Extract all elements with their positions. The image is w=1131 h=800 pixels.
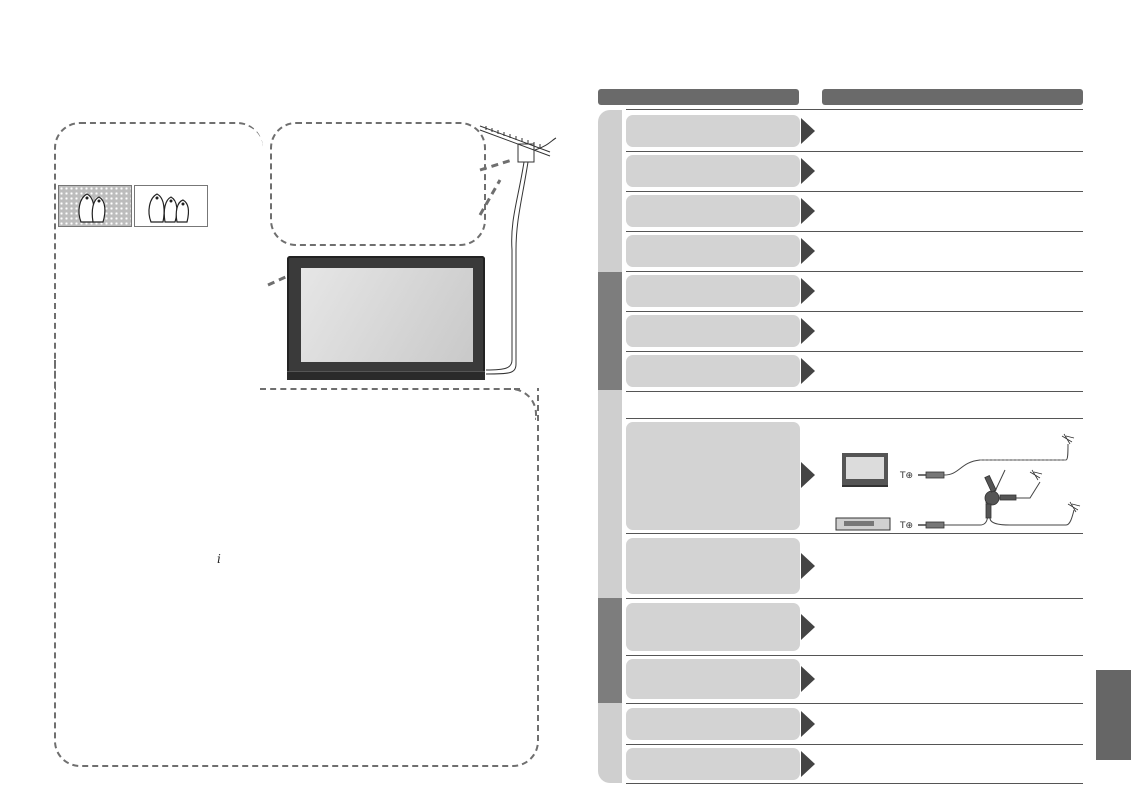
row-label-9	[626, 538, 800, 594]
arrow-icon	[801, 238, 815, 264]
row-rule	[626, 191, 1083, 192]
category-strip-2	[598, 272, 622, 390]
category-strip-4	[598, 598, 622, 703]
row-rule	[626, 598, 1083, 599]
callout-left-edge	[54, 360, 56, 420]
tv-set	[287, 256, 485, 380]
arrow-icon	[801, 751, 815, 777]
antenna-splitter-diagram: T⊕ T⊕	[835, 433, 1081, 531]
row-label-1	[626, 115, 800, 147]
arrow-icon	[801, 278, 815, 304]
row-rule	[626, 655, 1083, 656]
arrow-icon	[801, 711, 815, 737]
info-callout-lower	[54, 388, 539, 767]
row-rule	[626, 533, 1083, 534]
arrow-icon	[801, 462, 815, 488]
penguin-icon	[148, 193, 190, 223]
arrow-icon	[801, 118, 815, 144]
penguin-icon	[78, 193, 106, 223]
tv-bezel-bottom	[287, 371, 485, 380]
tv-screen	[301, 268, 473, 362]
svg-text:T⊕: T⊕	[899, 521, 913, 531]
arrow-icon	[801, 614, 815, 640]
info-glyph: i	[217, 552, 221, 566]
row-rule	[626, 311, 1083, 312]
antenna-illustration	[267, 125, 557, 375]
clear-picture-sample	[134, 185, 208, 227]
row-label-11	[626, 659, 800, 699]
category-strip-1	[598, 110, 622, 272]
arrow-icon	[801, 358, 815, 384]
row-rule	[626, 391, 1083, 392]
top-rule	[626, 109, 1083, 110]
row-label-7	[626, 355, 800, 387]
row-label-3	[626, 195, 800, 227]
row-rule	[626, 744, 1083, 745]
category-strip-3	[598, 390, 622, 598]
row-rule	[626, 418, 1083, 419]
svg-text:T⊕: T⊕	[899, 471, 913, 481]
section-thumb-tab	[1096, 670, 1131, 760]
row-label-5	[626, 275, 800, 307]
row-label-4	[626, 235, 800, 267]
antenna-callout	[270, 122, 486, 246]
row-label-6	[626, 315, 800, 347]
arrow-icon	[801, 553, 815, 579]
row-label-2	[626, 155, 800, 187]
row-rule	[626, 231, 1083, 232]
arrow-icon	[801, 158, 815, 184]
bottom-rule	[626, 783, 1083, 784]
row-label-13	[626, 748, 800, 780]
row-rule	[626, 351, 1083, 352]
row-rule	[626, 703, 1083, 704]
row-label-8	[626, 422, 800, 530]
header-tab-left	[598, 89, 799, 105]
row-rule	[626, 151, 1083, 152]
header-tab-right	[822, 89, 1083, 105]
noisy-picture-sample	[58, 185, 132, 227]
callout-connector	[260, 388, 520, 390]
arrow-icon	[801, 318, 815, 344]
category-strip-5	[598, 703, 622, 783]
arrow-icon	[801, 198, 815, 224]
arrow-icon	[801, 666, 815, 692]
row-rule	[626, 271, 1083, 272]
row-label-10	[626, 603, 800, 651]
row-label-12	[626, 708, 800, 740]
info-callout-left	[54, 122, 263, 424]
